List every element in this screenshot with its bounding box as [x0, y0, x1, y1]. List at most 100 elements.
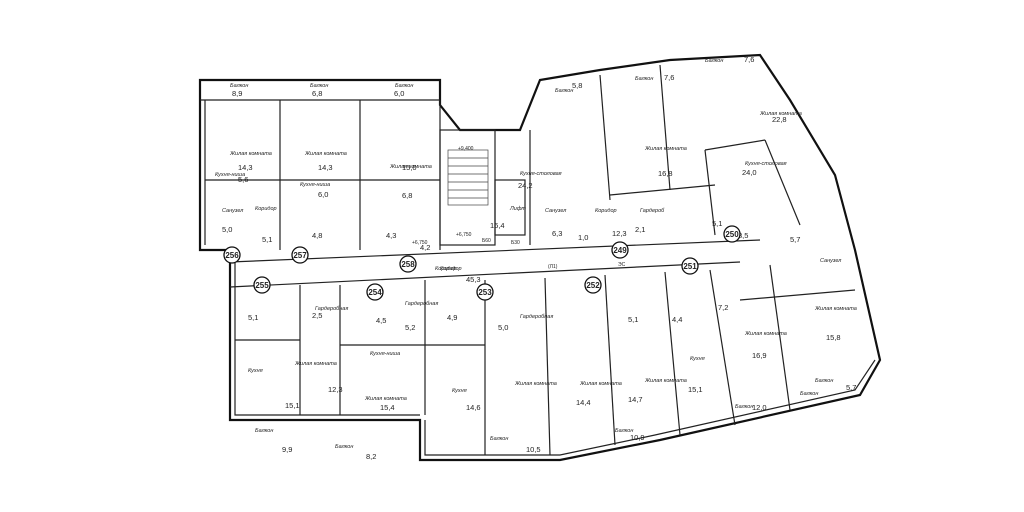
apartment-marker: 255 — [253, 276, 271, 294]
room-area: 14,3 — [318, 163, 333, 172]
room-area: 5,1 — [262, 235, 272, 244]
room-area: 16,8 — [658, 169, 673, 178]
room-label: Коридор — [255, 206, 277, 212]
room-area: 15,8 — [826, 333, 841, 342]
apartment-number: 254 — [368, 288, 382, 297]
apartment-circle — [366, 283, 384, 301]
apartment-circle — [476, 283, 494, 301]
room-area: 7,2 — [718, 303, 728, 312]
apartment-circle — [223, 246, 241, 264]
level-tag: (Л1) — [548, 264, 558, 270]
apartment-number: 253 — [478, 288, 492, 297]
apartment-number: 252 — [586, 281, 600, 290]
apartment-marker: 251 — [681, 257, 699, 275]
room-area: 12,3 — [612, 229, 627, 238]
room-area: 10,5 — [526, 445, 541, 454]
apartment-circle — [723, 225, 741, 243]
room-area: 14,7 — [628, 395, 643, 404]
room-label: Жилая комната — [229, 151, 272, 157]
apartment-marker: 257 — [291, 246, 309, 264]
room-label: Кухня-столовая — [745, 161, 787, 167]
room-label: Кухня — [248, 368, 263, 374]
room-label: Балкон — [635, 76, 653, 82]
room-area: 10,9 — [630, 433, 645, 442]
room-label: Санузел — [222, 208, 243, 214]
apartment-marker: 256 — [223, 246, 241, 264]
room-label: Кухня-ниша — [370, 351, 400, 357]
apartment-circle — [291, 246, 309, 264]
room-label: Жилая комната — [389, 164, 432, 170]
apartment-number: 258 — [401, 260, 415, 269]
level-tag: Б30 — [511, 240, 520, 246]
apartment-number: 250 — [725, 230, 739, 239]
room-label: Жилая комната — [304, 151, 347, 157]
room-label: Балкон — [310, 83, 328, 89]
room-area: 6,3 — [552, 229, 562, 238]
room-area: 5,7 — [846, 383, 856, 392]
apartment-marker: 252 — [584, 276, 602, 294]
room-area: 14,4 — [576, 398, 591, 407]
room-area: 15,4 — [380, 403, 395, 412]
level-tag: +9,400 — [458, 146, 474, 152]
room-area: 6,0 — [394, 89, 404, 98]
room-label: Балкон — [705, 58, 723, 64]
room-label: Балкон — [555, 88, 573, 94]
apartment-circle — [681, 257, 699, 275]
apartment-marker: 249 — [611, 241, 629, 259]
room-label: Кухня-ниша — [215, 172, 245, 178]
room-label: Гардеробная — [315, 306, 348, 312]
apartment-circle — [399, 255, 417, 273]
room-area: 6,8 — [402, 191, 412, 200]
room-label: Жилая комната — [364, 396, 407, 402]
room-label: Жилая комната — [514, 381, 557, 387]
apartment-marker: 254 — [366, 283, 384, 301]
outer-walls — [198, 53, 882, 462]
top-partitions — [205, 64, 801, 250]
room-label: Балкон — [815, 378, 833, 384]
room-label: Жилая комната — [579, 381, 622, 387]
room-area: 5,0 — [498, 323, 508, 332]
room-area: 9,9 — [282, 445, 292, 454]
room-area: 15,1 — [285, 401, 300, 410]
room-label: Лифт — [509, 206, 526, 212]
room-area: 1,0 — [578, 233, 588, 242]
room-label: Коридор — [435, 266, 457, 272]
room-area: 8,9 — [232, 89, 242, 98]
room-area: 14,6 — [466, 403, 481, 412]
room-area: 24,2 — [518, 181, 533, 190]
room-area: 8,2 — [366, 452, 376, 461]
room-area: 5,1 — [248, 313, 258, 322]
room-label: Жилая комната — [759, 111, 802, 117]
room-label: Балкон — [490, 436, 508, 442]
room-label: Санузел — [545, 208, 566, 214]
apartment-marker: 250 — [723, 225, 741, 243]
apartment-number: 251 — [683, 262, 697, 271]
room-area: 4,9 — [447, 313, 457, 322]
corridor — [229, 239, 761, 288]
level-tag: Б60 — [482, 238, 491, 244]
room-area: 15,0 — [402, 163, 417, 172]
room-area: 14,3 — [238, 163, 253, 172]
level-tag: +6,750 — [412, 240, 428, 246]
room-area: 16,9 — [752, 351, 767, 360]
room-label: Жилая комната — [644, 146, 687, 152]
apartment-numbers: 249 250 251 252 253 254 255 256 257 258 — [223, 225, 741, 301]
room-label: Коридор — [440, 266, 462, 272]
level-tag: ЭС — [618, 262, 626, 268]
room-label: Балкон — [230, 83, 248, 89]
room-area: 4,2 — [420, 243, 430, 252]
apartment-circle — [253, 276, 271, 294]
room-area: 12,0 — [752, 403, 767, 412]
apartment-number: 257 — [293, 251, 307, 260]
room-area: 24,0 — [742, 168, 757, 177]
room-label: Жилая комната — [644, 378, 687, 384]
room-label: Балкон — [735, 404, 753, 410]
apartment-number: 256 — [225, 251, 239, 260]
room-area: 5,0 — [222, 225, 232, 234]
room-label: Кухня-столовая — [520, 171, 562, 177]
room-label: Гардеробная — [520, 314, 553, 320]
room-area: 15,1 — [688, 385, 703, 394]
